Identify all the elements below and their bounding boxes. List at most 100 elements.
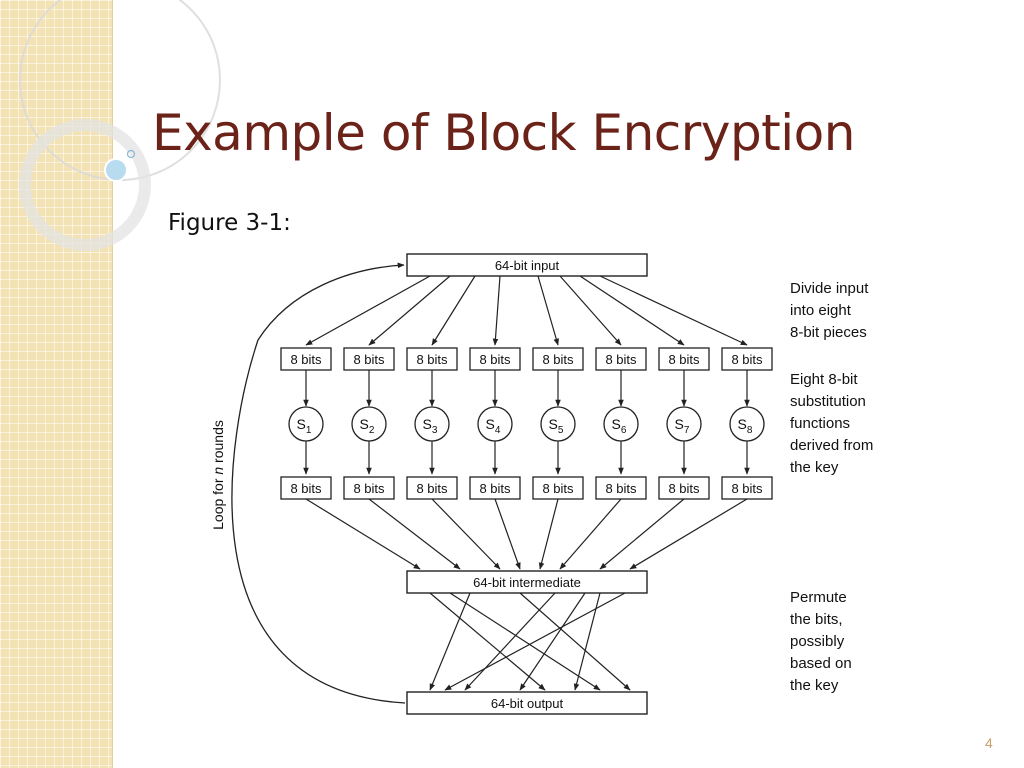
sbox-label: S3 — [423, 416, 438, 436]
note-line: substitution — [790, 393, 866, 410]
piece-box-bottom — [658, 476, 710, 500]
piece-label-top: 8 bits — [416, 352, 448, 367]
output-label: 64-bit output — [491, 696, 564, 711]
intermediate-box — [406, 570, 648, 594]
page-number: 4 — [985, 735, 993, 751]
piece-box-top — [343, 347, 395, 371]
note-line: Permute — [790, 589, 847, 606]
sbox-label: S8 — [738, 416, 753, 436]
sbox-circle — [351, 406, 387, 442]
piece-label-bottom: 8 bits — [290, 481, 322, 496]
piece-box-bottom — [532, 476, 584, 500]
input-to-piece-arrow — [579, 275, 685, 346]
sbox-circle — [603, 406, 639, 442]
piece-label-top: 8 bits — [668, 352, 700, 367]
piece-to-intermediate-arrow — [368, 498, 461, 570]
piece-box-top — [280, 347, 332, 371]
diagram-arrows — [231, 262, 750, 704]
note-line: the bits, — [790, 611, 843, 628]
piece-box-top — [595, 347, 647, 371]
piece-label-top: 8 bits — [290, 352, 322, 367]
permutation-arrow — [429, 592, 471, 691]
note-line: Divide input — [790, 280, 869, 297]
sbox-circle — [540, 406, 576, 442]
sbox-circle — [729, 406, 765, 442]
piece-box-top — [469, 347, 521, 371]
slide-title: Example of Block Encryption — [152, 104, 855, 162]
piece-box-bottom — [406, 476, 458, 500]
note-line: based on — [790, 655, 852, 672]
output-box — [406, 691, 648, 715]
permutation-arrow — [449, 592, 601, 691]
permutation-arrow — [464, 592, 556, 691]
piece-label-top: 8 bits — [479, 352, 511, 367]
permutation-arrow — [429, 592, 546, 691]
permutation-arrow — [573, 592, 601, 691]
piece-to-intermediate-arrow — [305, 498, 421, 570]
sbox-label: S5 — [549, 416, 564, 436]
note-line: the key — [790, 677, 839, 694]
piece-to-intermediate-arrow — [431, 498, 501, 570]
input-to-piece-arrow — [368, 275, 451, 346]
intermediate-label: 64-bit intermediate — [473, 575, 581, 590]
decorative-circles — [19, 0, 221, 251]
piece-label-top: 8 bits — [731, 352, 763, 367]
input-label: 64-bit input — [495, 258, 560, 273]
piece-box-top — [532, 347, 584, 371]
input-to-piece-arrow — [537, 275, 559, 346]
piece-box-top — [406, 347, 458, 371]
piece-to-intermediate-arrow — [559, 498, 622, 570]
piece-label-top: 8 bits — [353, 352, 385, 367]
note-line: Eight 8-bit — [790, 371, 858, 388]
piece-box-bottom — [343, 476, 395, 500]
diagram-text: 64-bit input 64-bit intermediate 64-bit ou… — [210, 258, 873, 711]
note-line: functions — [790, 415, 850, 432]
note-line: 8-bit pieces — [790, 324, 867, 341]
note-line: the key — [790, 459, 839, 476]
input-to-piece-arrow — [431, 275, 476, 346]
piece-label-bottom: 8 bits — [731, 481, 763, 496]
note-line: into eight — [790, 302, 852, 319]
piece-box-bottom — [280, 476, 332, 500]
piece-box-bottom — [595, 476, 647, 500]
note-line: derived from — [790, 437, 873, 454]
piece-label-bottom: 8 bits — [605, 481, 637, 496]
piece-box-top — [721, 347, 773, 371]
piece-box-top — [658, 347, 710, 371]
sbox-circle — [477, 406, 513, 442]
piece-box-bottom — [721, 476, 773, 500]
sbox-label: S1 — [297, 416, 312, 436]
permutation-arrow — [444, 592, 626, 691]
input-box — [406, 253, 648, 277]
piece-label-bottom: 8 bits — [353, 481, 385, 496]
sbox-circle — [666, 406, 702, 442]
piece-to-intermediate-arrow — [538, 498, 559, 570]
permutation-arrow — [519, 592, 586, 691]
piece-label-bottom: 8 bits — [416, 481, 448, 496]
input-to-piece-arrow — [559, 275, 622, 346]
piece-to-intermediate-arrow — [494, 498, 521, 570]
loop-label: Loop for n rounds — [210, 420, 226, 530]
sbox-label: S7 — [675, 416, 690, 436]
input-to-piece-arrow — [599, 275, 748, 346]
loop-back-arrow — [231, 262, 406, 704]
figure-caption: Figure 3-1: — [168, 210, 291, 236]
piece-label-top: 8 bits — [542, 352, 574, 367]
sbox-label: S4 — [486, 416, 501, 436]
piece-box-bottom — [469, 476, 521, 500]
input-to-piece-arrow — [492, 275, 501, 346]
piece-label-top: 8 bits — [605, 352, 637, 367]
diagram-boxes — [280, 253, 773, 715]
sbox-circle — [414, 406, 450, 442]
piece-label-bottom: 8 bits — [668, 481, 700, 496]
piece-to-intermediate-arrow — [599, 498, 685, 570]
sbox-label: S2 — [360, 416, 375, 436]
input-to-piece-arrow — [305, 275, 431, 346]
piece-label-bottom: 8 bits — [479, 481, 511, 496]
piece-to-intermediate-arrow — [629, 498, 748, 570]
sbox-label: S6 — [612, 416, 627, 436]
piece-label-bottom: 8 bits — [542, 481, 574, 496]
permutation-arrow — [519, 592, 631, 691]
sbox-circle — [288, 406, 324, 442]
